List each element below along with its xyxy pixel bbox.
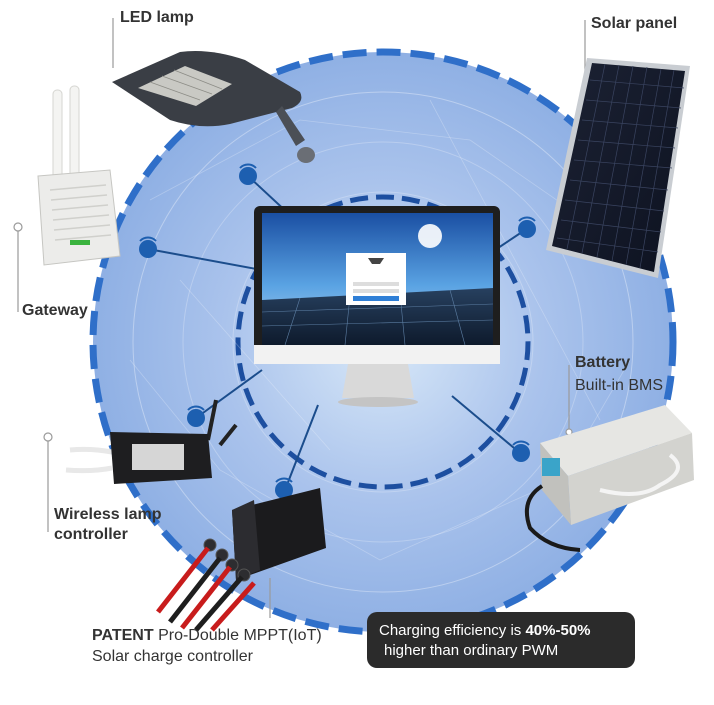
- gateway-label: Gateway: [22, 302, 88, 319]
- callout-prefix: Charging efficiency is: [379, 622, 526, 639]
- battery-sublabel: Built-in BMS: [575, 377, 664, 394]
- battery-image: [525, 405, 694, 552]
- wireless-controller-label-line2: controller: [54, 526, 128, 543]
- node-wireless-controller-icon: [187, 405, 205, 427]
- gateway-pointer-dot: [13, 222, 23, 232]
- efficiency-callout: Charging efficiency is 40%-50% higher th…: [367, 612, 635, 668]
- patent-line1: PATENT Pro-Double MPPT(IoT): [92, 627, 322, 645]
- gateway-image: [37, 85, 121, 266]
- led-lamp-label: LED lamp: [120, 9, 194, 26]
- wireless-controller-image: [65, 399, 238, 484]
- solar-panel-label: Solar panel: [591, 15, 678, 32]
- callout-line2: higher than ordinary PWM: [384, 642, 559, 659]
- solar-panel-image: [546, 58, 690, 278]
- patent-product: Pro-Double MPPT(IoT): [153, 627, 322, 644]
- node-gateway-icon: [139, 236, 157, 258]
- node-solar-panel-icon: [518, 216, 536, 238]
- node-battery-icon: [512, 440, 530, 462]
- battery-label: Battery: [575, 354, 631, 371]
- patent-line2: Solar charge controller: [92, 648, 253, 665]
- callout-pointers: [17, 18, 586, 618]
- led-lamp-image: [112, 51, 315, 163]
- monitor-image: [254, 206, 500, 407]
- wireless-controller-label-line1: Wireless lamp: [54, 506, 162, 523]
- node-icons: [139, 163, 536, 499]
- wireless-pointer-dot: [43, 432, 53, 442]
- node-charge-controller-icon: [275, 477, 293, 499]
- charge-controller-image: [156, 488, 326, 632]
- patent-label: PATENT: [92, 627, 154, 644]
- callout-line1: Charging efficiency is 40%-50%: [379, 622, 591, 639]
- node-led-lamp-icon: [239, 163, 257, 185]
- callout-highlight: 40%-50%: [525, 622, 591, 639]
